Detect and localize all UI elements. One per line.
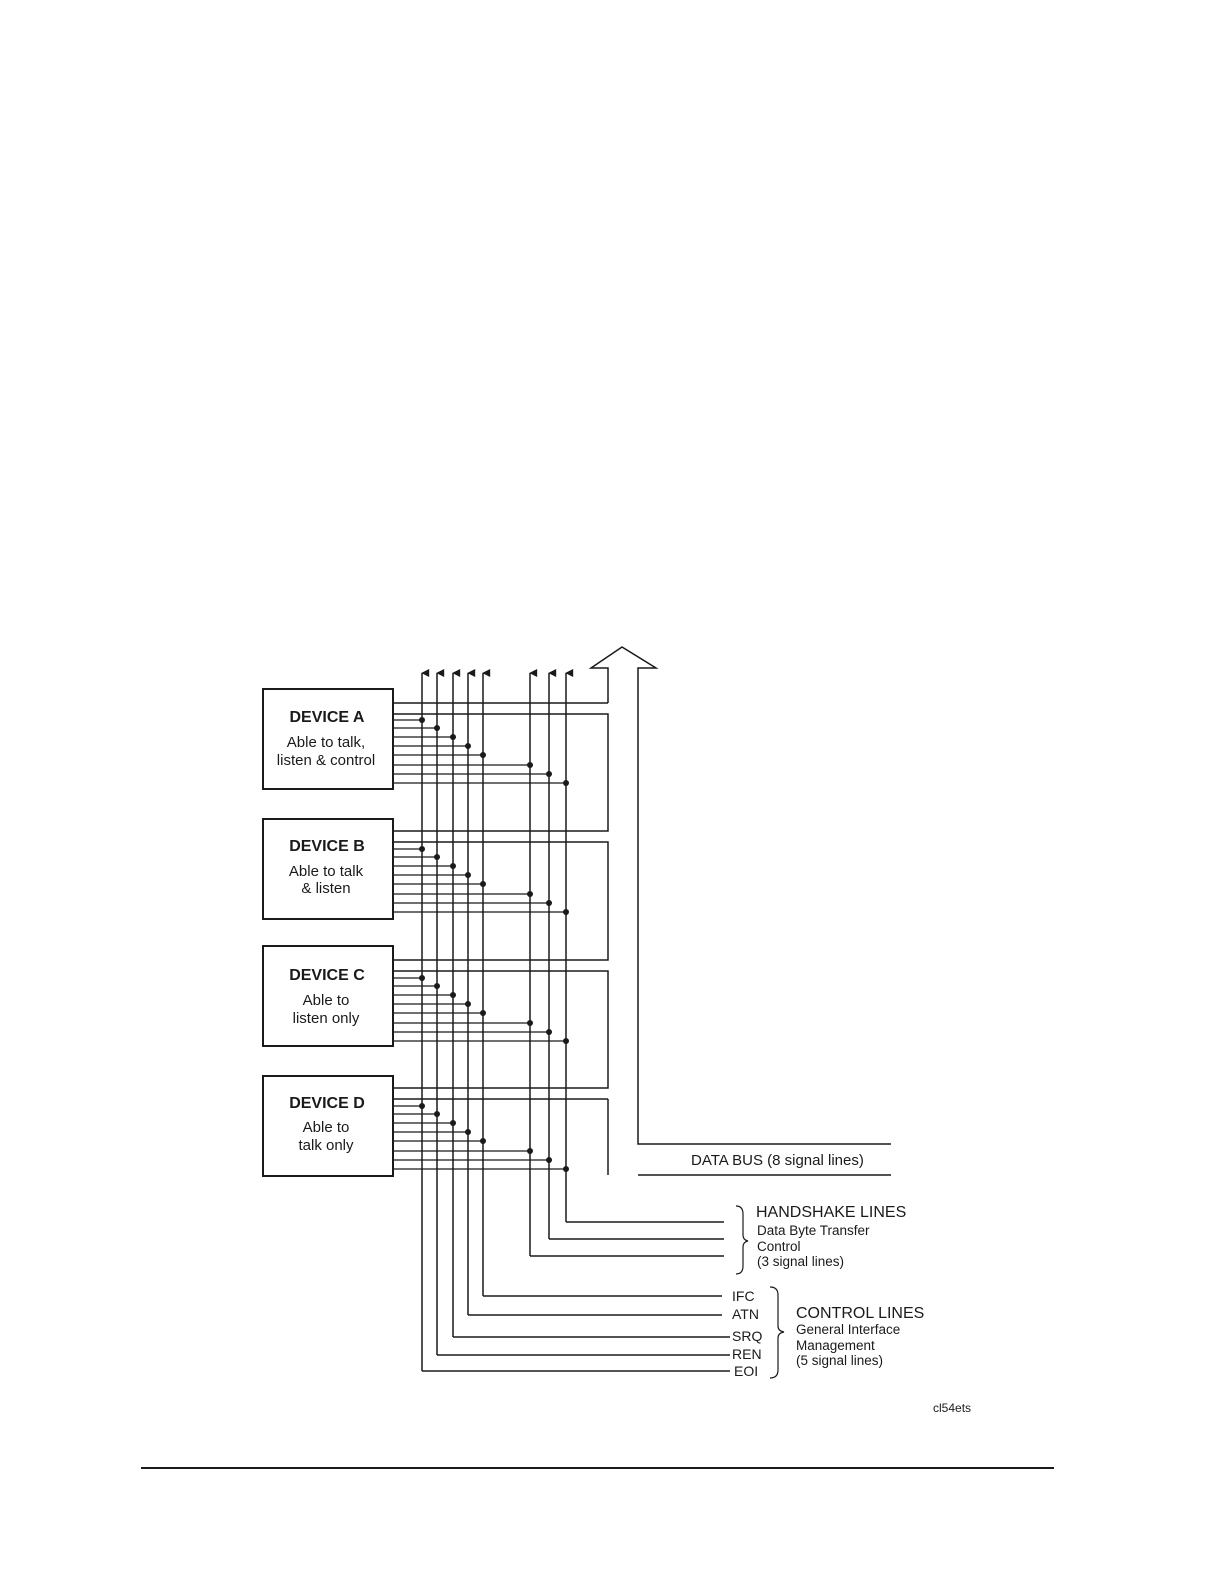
device-tap-lines — [393, 719, 566, 1170]
control-sub-1: General Interface — [796, 1322, 900, 1337]
junction-dot-device-b-ifc — [480, 881, 486, 887]
junction-dot-device-b-eoi — [419, 846, 425, 852]
junction-dot-device-c-eoi — [419, 975, 425, 981]
signal-label-ren: REN — [732, 1346, 762, 1362]
device-c-name: DEVICE C — [289, 967, 365, 984]
signal-label-eoi: EOI — [734, 1363, 758, 1379]
data-bus-outline — [588, 646, 891, 1176]
device-a-desc-2: listen & control — [277, 752, 375, 769]
handshake-title: HANDSHAKE LINES — [756, 1204, 906, 1221]
device-box-d: DEVICE D Able to talk only — [262, 1075, 394, 1177]
figure-id: cl54ets — [933, 1401, 971, 1415]
junction-dot-device-c-srq — [450, 992, 456, 998]
junction-dot-device-b-handshake-3 — [527, 891, 533, 897]
signal-label-atn: ATN — [732, 1306, 759, 1322]
handshake-brace — [735, 1205, 749, 1275]
handshake-group: HANDSHAKE LINES Data Byte Transfer Contr… — [735, 1204, 906, 1275]
device-a-name: DEVICE A — [290, 709, 365, 726]
signal-label-ifc: IFC — [732, 1288, 755, 1304]
signal-label-srq: SRQ — [732, 1328, 762, 1344]
junction-dot-device-d-handshake-2 — [546, 1157, 552, 1163]
junction-dot-device-d-eoi — [419, 1103, 425, 1109]
junction-dot-device-a-ifc — [480, 752, 486, 758]
device-a-desc-1: Able to talk, — [287, 734, 365, 751]
junction-dot-device-d-handshake-1 — [563, 1166, 569, 1172]
junction-dot-device-b-atn — [465, 872, 471, 878]
data-bus-label: DATA BUS (8 signal lines) — [691, 1152, 864, 1169]
device-b-desc-1: Able to talk — [289, 863, 364, 880]
junction-dot-device-c-handshake-1 — [563, 1038, 569, 1044]
signal-lines — [421, 669, 730, 1372]
handshake-sub-2: Control — [757, 1239, 801, 1254]
junction-dot-device-a-ren — [434, 725, 440, 731]
data-bus-segments — [393, 702, 609, 1100]
junction-dot-device-a-handshake-1 — [563, 780, 569, 786]
device-d-name: DEVICE D — [289, 1095, 365, 1112]
junction-dot-device-c-handshake-2 — [546, 1029, 552, 1035]
junction-dot-device-a-eoi — [419, 717, 425, 723]
junction-dot-device-b-srq — [450, 863, 456, 869]
junction-dot-device-c-ifc — [480, 1010, 486, 1016]
device-c-desc-1: Able to — [303, 992, 350, 1009]
junction-dot-device-c-ren — [434, 983, 440, 989]
device-box-b: DEVICE B Able to talk & listen — [262, 818, 394, 920]
device-b-desc-2: & listen — [301, 880, 350, 897]
control-brace — [769, 1286, 785, 1379]
junction-dot-device-d-atn — [465, 1129, 471, 1135]
control-sub-2: Management — [796, 1338, 875, 1353]
junction-dot-device-b-ren — [434, 854, 440, 860]
device-d-desc-2: talk only — [298, 1137, 354, 1154]
device-box-c: DEVICE C Able to listen only — [262, 945, 394, 1047]
device-d-desc-1: Able to — [303, 1119, 350, 1136]
device-c-desc-2: listen only — [293, 1010, 360, 1027]
junction-dot-device-b-handshake-1 — [563, 909, 569, 915]
junction-dot-device-a-srq — [450, 734, 456, 740]
junction-dots — [419, 717, 569, 1172]
junction-dot-device-a-handshake-2 — [546, 771, 552, 777]
control-sub-3: (5 signal lines) — [796, 1353, 883, 1368]
handshake-sub-1: Data Byte Transfer — [757, 1223, 870, 1238]
junction-dot-device-d-srq — [450, 1120, 456, 1126]
junction-dot-device-d-ifc — [480, 1138, 486, 1144]
junction-dot-device-c-atn — [465, 1001, 471, 1007]
junction-dot-device-c-handshake-3 — [527, 1020, 533, 1026]
junction-dot-device-a-handshake-3 — [527, 762, 533, 768]
control-group: IFC ATN SRQ REN EOI CONTROL LINES Genera… — [732, 1286, 924, 1379]
junction-dot-device-d-handshake-3 — [527, 1148, 533, 1154]
junction-dot-device-a-atn — [465, 743, 471, 749]
device-box-a: DEVICE A Able to talk, listen & control — [262, 688, 394, 790]
device-b-name: DEVICE B — [289, 838, 365, 855]
junction-dot-device-b-handshake-2 — [546, 900, 552, 906]
control-title: CONTROL LINES — [796, 1305, 924, 1322]
junction-dot-device-d-ren — [434, 1111, 440, 1117]
handshake-sub-3: (3 signal lines) — [757, 1254, 844, 1269]
